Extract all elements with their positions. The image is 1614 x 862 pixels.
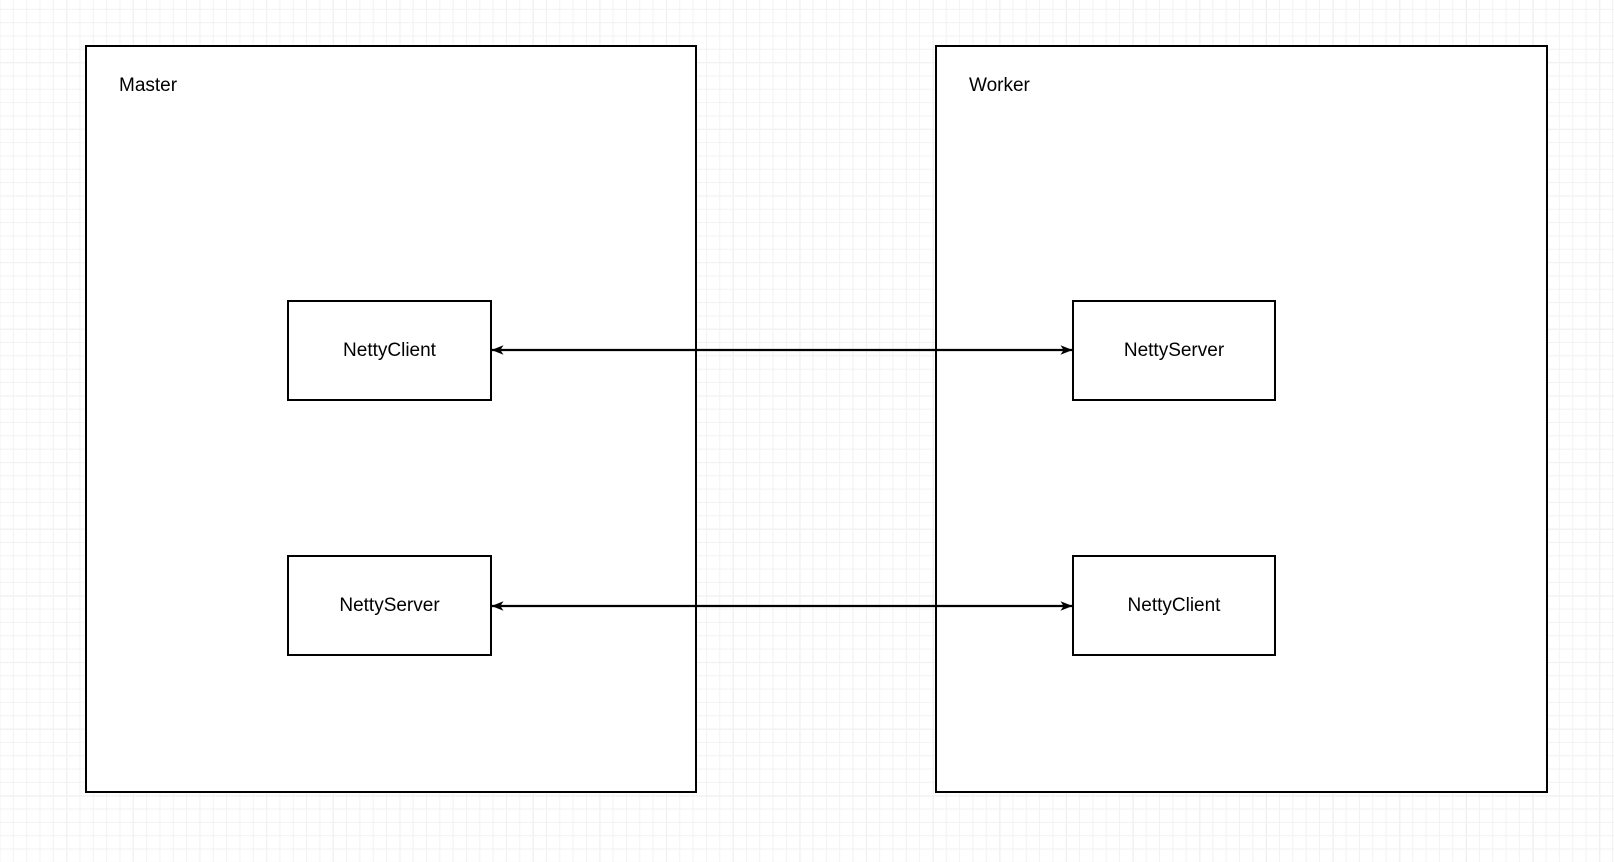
node-worker-netty-server-label: NettyServer — [1123, 339, 1225, 361]
node-master-netty-client-label: NettyClient — [343, 339, 436, 361]
node-worker-netty-server[interactable]: NettyServer — [1072, 300, 1276, 401]
node-worker-netty-client[interactable]: NettyClient — [1072, 555, 1276, 656]
node-master-netty-server-label: NettyServer — [339, 594, 440, 616]
container-master[interactable]: Master — [85, 45, 697, 793]
node-master-netty-server[interactable]: NettyServer — [287, 555, 492, 656]
container-worker-label: Worker — [969, 75, 1030, 96]
container-master-label: Master — [119, 75, 178, 96]
container-worker[interactable]: Worker — [935, 45, 1548, 793]
node-master-netty-client[interactable]: NettyClient — [287, 300, 492, 401]
node-worker-netty-client-label: NettyClient — [1127, 594, 1221, 616]
